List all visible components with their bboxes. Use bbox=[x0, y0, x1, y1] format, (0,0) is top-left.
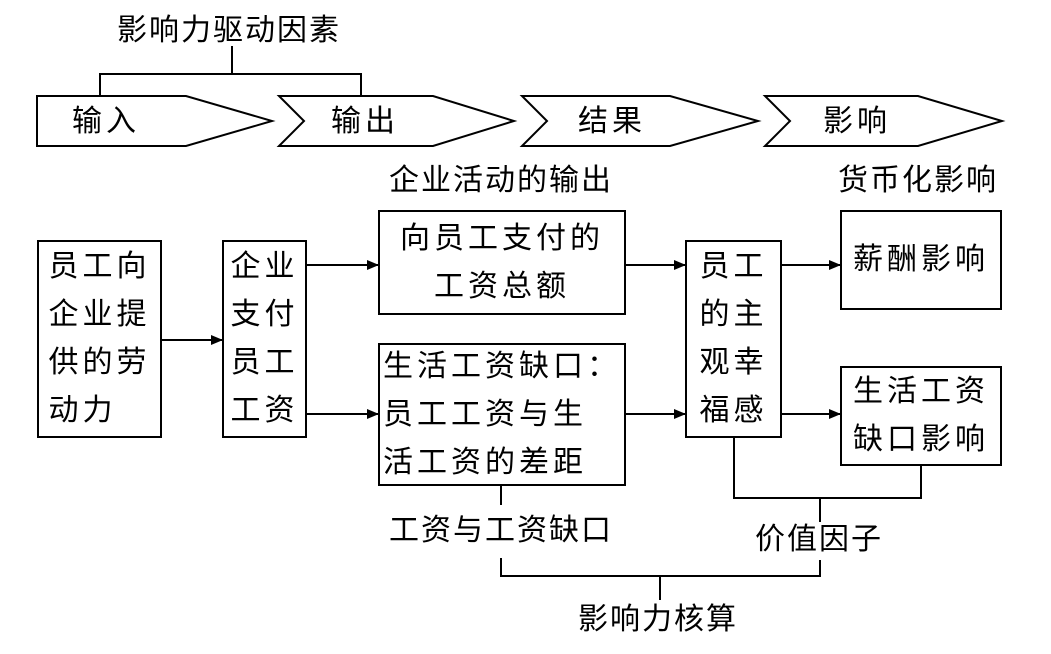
total-wages-text: 向员工支付的 工资总额 bbox=[400, 220, 604, 304]
drivers-label: 影响力驱动因素 bbox=[117, 13, 341, 48]
wage-impact-box: 薪酬影响 bbox=[840, 210, 1002, 310]
wellbeing-text: 员工 的主 观幸 福感 bbox=[699, 249, 768, 428]
stage-label-output: 输出 bbox=[331, 104, 399, 139]
living-wage-gap-box: 生活工资缺口： 员工工资与生 活工资的差距 bbox=[378, 343, 626, 486]
drivers-bracket bbox=[99, 46, 362, 96]
stage-chevron-impact bbox=[762, 95, 1006, 147]
stage-label-impact: 影响 bbox=[823, 104, 891, 139]
living-wage-gap-text: 生活工资缺口： 员工工资与生 活工资的差距 bbox=[383, 348, 621, 480]
gap-impact-box: 生活工资 缺口影响 bbox=[840, 366, 1002, 466]
stage-label-result: 结果 bbox=[578, 104, 646, 139]
monetized-impact-label: 货币化影响 bbox=[838, 163, 998, 198]
accounting-bracket bbox=[500, 486, 821, 600]
wellbeing-box: 员工 的主 观幸 福感 bbox=[685, 240, 782, 438]
total-wages-box: 向员工支付的 工资总额 bbox=[378, 210, 626, 315]
stage-label-input: 输入 bbox=[72, 104, 140, 139]
value-factor-label: 价值因子 bbox=[755, 522, 883, 557]
enterprise-output-label: 企业活动的输出 bbox=[389, 163, 613, 198]
pay-box: 企业 支付 员工 工资 bbox=[222, 240, 307, 438]
wage-and-gap-label: 工资与工资缺口 bbox=[389, 513, 613, 548]
stage-chevron-result bbox=[519, 95, 762, 147]
stage-chevron-input bbox=[36, 95, 276, 147]
pay-text: 企业 支付 员工 工资 bbox=[230, 249, 299, 428]
impact-accounting-label: 影响力核算 bbox=[578, 602, 738, 637]
stage-chevron-output bbox=[276, 95, 518, 147]
wage-impact-text: 薪酬影响 bbox=[853, 242, 989, 277]
labor-text: 员工向 企业提 供的劳 动力 bbox=[48, 249, 151, 428]
value-factor-bracket bbox=[733, 437, 922, 522]
gap-impact-text: 生活工资 缺口影响 bbox=[853, 374, 989, 457]
labor-box: 员工向 企业提 供的劳 动力 bbox=[37, 240, 162, 438]
